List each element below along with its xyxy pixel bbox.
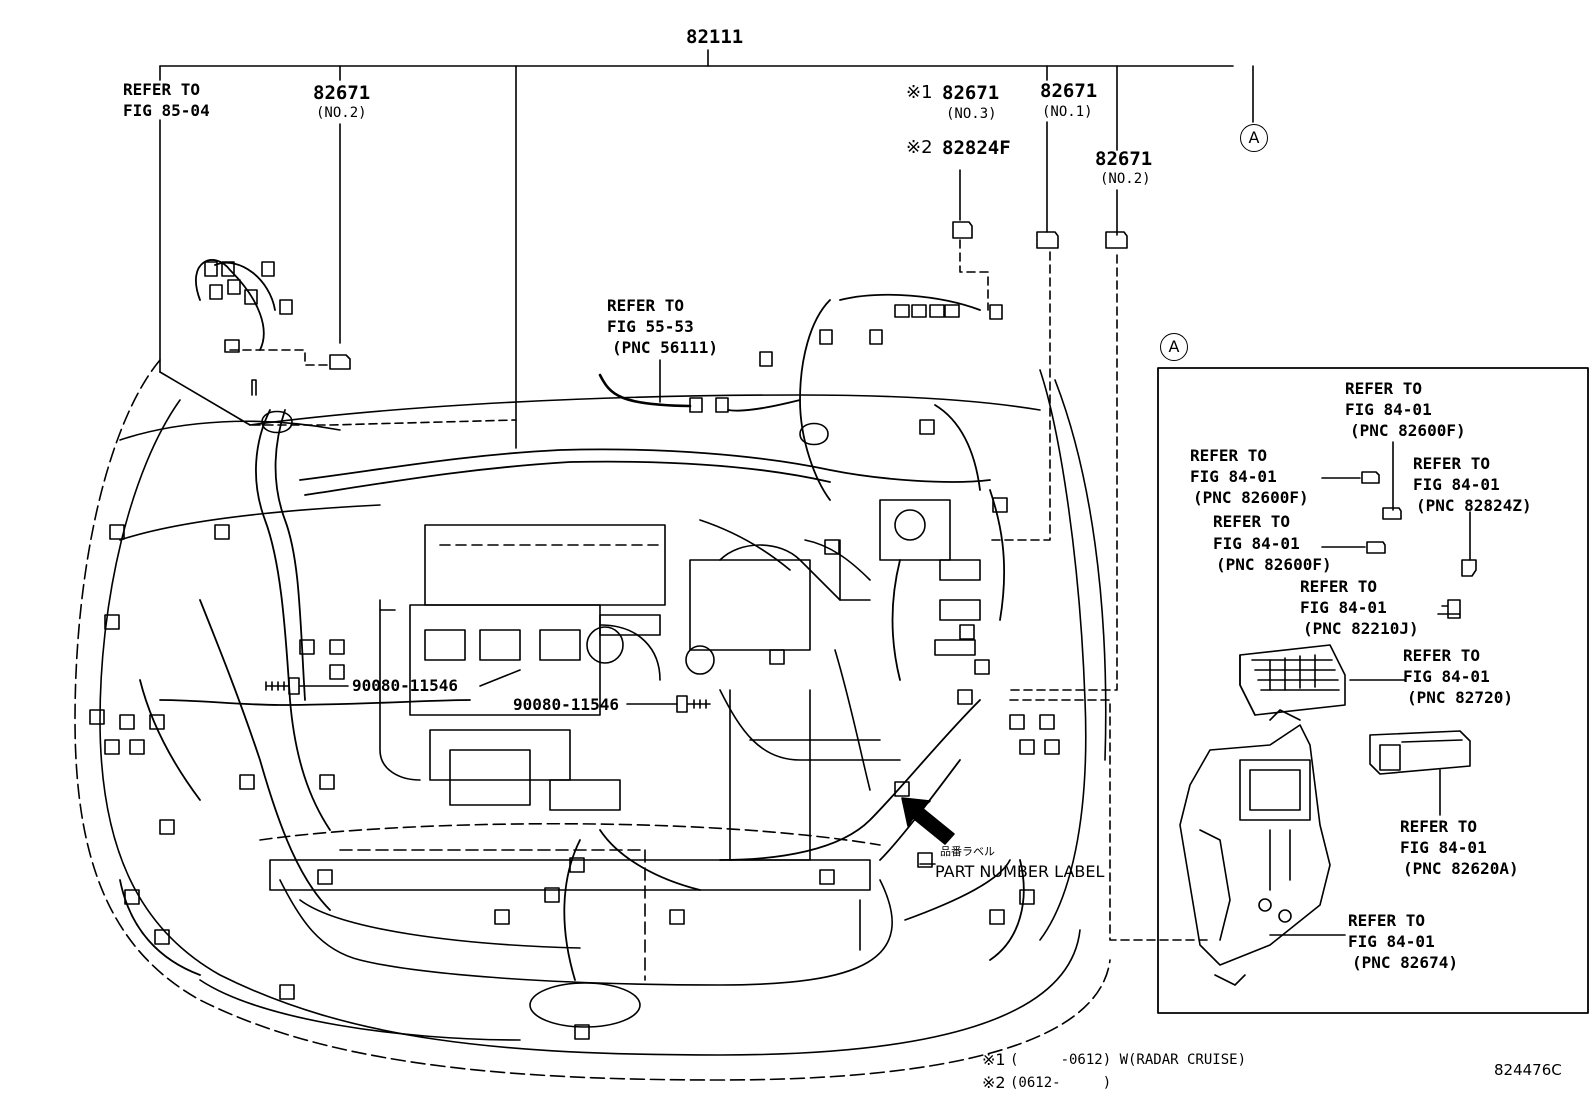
inset-ref-6-line1: REFER TO <box>1403 646 1481 665</box>
part-label-arrow <box>901 797 955 845</box>
refer-fig-85-04-line2: FIG 85-04 <box>123 101 210 120</box>
part-82671-left: 82671 <box>313 82 371 104</box>
part-82671-right-sub: (NO.2) <box>1100 171 1151 187</box>
refer-fig-55-53-line1: REFER TO <box>607 296 685 315</box>
part-82671-no1: 82671 <box>1040 80 1098 102</box>
footnote-1-mark: ※1 <box>982 1050 1006 1069</box>
inset-ref-4-line2: FIG 84-01 <box>1213 534 1300 553</box>
part-82671-no3-sub: (NO.3) <box>946 106 997 122</box>
inset-ref-5-line2: FIG 84-01 <box>1300 598 1387 617</box>
battery-area <box>719 499 981 861</box>
inset-a-frame <box>1157 367 1589 1014</box>
inset-ref-2-line1: REFER TO <box>1190 446 1268 465</box>
inset-ref-3-line3: (PNC 82824Z) <box>1416 496 1532 515</box>
inset-ref-3-line2: FIG 84-01 <box>1413 475 1500 494</box>
inset-a-letter: A <box>1160 333 1188 361</box>
bolt-2-part-number: 90080-11546 <box>513 695 619 714</box>
part-82671-right: 82671 <box>1095 148 1153 170</box>
top-connectors <box>329 221 1128 413</box>
inset-ref-8-line1: REFER TO <box>1348 911 1426 930</box>
engine-block <box>379 519 871 811</box>
inset-ref-3-line1: REFER TO <box>1413 454 1491 473</box>
inset-ref-2-line3: (PNC 82600F) <box>1193 488 1309 507</box>
refer-fig-85-04-line1: REFER TO <box>123 80 201 99</box>
footnote-2-mark: ※2 <box>982 1073 1006 1092</box>
part-82671-left-sub: (NO.2) <box>316 105 367 121</box>
main-part-number: 82111 <box>686 26 744 48</box>
grommets <box>251 379 829 446</box>
inset-ref-7-line3: (PNC 82620A) <box>1403 859 1519 878</box>
inset-ref-4-line3: (PNC 82600F) <box>1216 555 1332 574</box>
inset-ref-1-line2: FIG 84-01 <box>1345 400 1432 419</box>
footnote-1-text: ( -0612) W(RADAR CRUISE) <box>1010 1052 1247 1068</box>
bolt-1-part-number: 90080-11546 <box>352 676 458 695</box>
refer-fig-55-53-line3: (PNC 56111) <box>612 338 718 357</box>
inset-ref-1-line3: (PNC 82600F) <box>1350 421 1466 440</box>
harness-connectors <box>89 261 1060 1040</box>
inset-ref-6-line2: FIG 84-01 <box>1403 667 1490 686</box>
bolt-2-graphic <box>626 695 711 713</box>
note-mark-2: ※2 <box>906 137 933 158</box>
part-number-label-jp: 品番ラベル <box>940 845 995 858</box>
refer-fig-55-53-line2: FIG 55-53 <box>607 317 694 336</box>
inset-ref-4-line1: REFER TO <box>1213 512 1291 531</box>
leader-lines <box>159 49 1254 941</box>
footnote-2-text: (0612- ) <box>1010 1075 1112 1091</box>
note-mark-1: ※1 <box>906 82 933 103</box>
part-82824f: 82824F <box>942 137 1011 159</box>
part-82671-no3: 82671 <box>942 82 1000 104</box>
harness-runs <box>119 259 1025 981</box>
inset-a-parts <box>1179 441 1477 986</box>
inset-ref-6-line3: (PNC 82720) <box>1407 688 1513 707</box>
figure-id: 824476C <box>1494 1061 1562 1079</box>
inset-ref-7-line1: REFER TO <box>1400 817 1478 836</box>
bolt-1-graphic <box>265 677 349 695</box>
circle-a-callout: A <box>1240 124 1268 152</box>
antenna-cable <box>598 373 692 408</box>
inset-ref-5-line1: REFER TO <box>1300 577 1378 596</box>
part-82671-no1-sub: (NO.1) <box>1042 104 1093 120</box>
inset-ref-2-line2: FIG 84-01 <box>1190 467 1277 486</box>
part-number-label-en: PART NUMBER LABEL <box>935 862 1105 881</box>
inset-ref-8-line3: (PNC 82674) <box>1352 953 1458 972</box>
inset-ref-8-line2: FIG 84-01 <box>1348 932 1435 951</box>
inset-ref-1-line1: REFER TO <box>1345 379 1423 398</box>
vehicle-body <box>74 359 1111 1081</box>
inset-ref-5-line3: (PNC 82210J) <box>1303 619 1419 638</box>
inset-ref-7-line2: FIG 84-01 <box>1400 838 1487 857</box>
